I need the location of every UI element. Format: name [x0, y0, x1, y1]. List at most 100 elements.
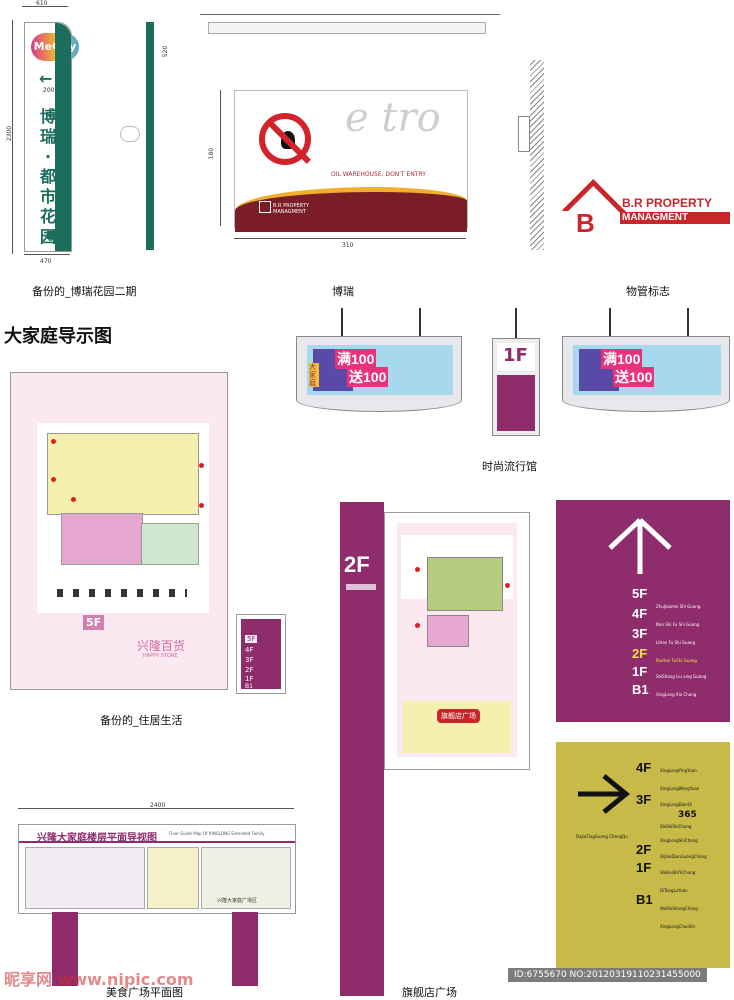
- pylon-dim-mid: 200: [43, 87, 55, 94]
- food-map-3: [201, 847, 291, 909]
- pylon-green-strip: [55, 23, 71, 251]
- hang-rod-5: [687, 308, 689, 338]
- food-map-2: [147, 847, 199, 909]
- sign-dim-hline: [234, 238, 466, 239]
- promo-top-right: 满100: [601, 349, 643, 369]
- small-floor-2f: 2F: [245, 666, 254, 674]
- flagship-green-zone: [427, 557, 503, 611]
- olive-desc-7: ShiHuiShiYiChang: [660, 870, 696, 875]
- br-house-icon: B: [568, 186, 616, 238]
- directory-sign: 5F 4F ZhuJiaamei Shi Guang 3F Nan Shi Fu…: [556, 500, 730, 722]
- sign-top-bar: [208, 22, 486, 34]
- map-dot: [51, 439, 56, 444]
- sign-caption: 博瑞: [332, 285, 354, 298]
- promo-bottom-right: 送100: [613, 367, 655, 387]
- pylon-caption: 备份的_博瑞花园二期: [32, 285, 137, 298]
- olive-desc-1: XingLongYingYuan: [660, 768, 697, 773]
- small-floor-5f: 5F: [245, 635, 258, 643]
- small-floor-1f: 1F: [245, 675, 254, 683]
- side-tag: 大家庭: [309, 363, 319, 387]
- no-fire-icon: [259, 113, 311, 165]
- pylon-dim-side: 520: [162, 45, 170, 58]
- olive-left-desc: DaJiaTingGuang ChengQu: [576, 834, 628, 839]
- dir-floor-5f: 5F: [632, 586, 648, 601]
- olive-sign: 4F 3F XingLongYingYuan XingLongWangYuan …: [556, 742, 730, 968]
- flagship-floor: 2F: [344, 552, 370, 577]
- sign-logo-icon: [259, 201, 271, 213]
- food-dim-line: [18, 808, 294, 809]
- olive-2f: 2F: [636, 842, 652, 857]
- hang-rod-2: [419, 308, 421, 338]
- sign-wave: [235, 187, 467, 232]
- sign-logo-text: B.R PROPERTY MANAGMENT: [273, 203, 309, 215]
- olive-4f: 4F: [636, 760, 652, 775]
- dir-floor-3f: 3F: [632, 626, 648, 641]
- sign-dim-vline: [220, 90, 221, 226]
- promo-bottom: 送100: [347, 367, 389, 387]
- flagship-pillar-logo: [346, 584, 376, 590]
- right-arrow-icon: [574, 772, 630, 816]
- food-post-left: [52, 912, 78, 986]
- living-map-board: 5F 兴隆百货 HAPPY STORE: [10, 372, 228, 690]
- small-floor-panel: 5F 4F 3F 2F 1F B1: [236, 614, 286, 694]
- food-sub-caption: 兴隆大家庭广场区: [217, 898, 258, 904]
- food-post-right: [232, 912, 258, 986]
- pylon-dim-top: 610: [36, 0, 48, 7]
- pylon-front: MeCity ← 200 博瑞·都市花园: [24, 22, 79, 252]
- pylon-dim-bottom: 470: [40, 258, 52, 265]
- map-dot: [51, 477, 56, 482]
- dir-desc-b1: XingLong Xia Chang: [656, 692, 697, 697]
- brand-line2-bar: [620, 212, 730, 224]
- pylon-dim-bline: [24, 254, 70, 255]
- warning-text: OIL WAREHOUSE, DON'T ENTRY: [331, 171, 426, 178]
- living-caption: 备份的_住居生活: [100, 714, 183, 727]
- olive-3f: 3F: [636, 792, 652, 807]
- hanging-sign-left: 满100 送100 大家庭: [296, 336, 462, 412]
- dir-desc-3f-b: LiHan Fu Shi Guang: [656, 640, 696, 645]
- map-floor-label: 5F: [83, 615, 105, 630]
- flagship-board: 旗舰店广场: [384, 512, 530, 770]
- flagship-caption: 旗舰店广场: [402, 986, 457, 999]
- food-board: 兴隆大家庭楼层平面导视图 Floor Guide Map Of XINGLONG…: [18, 824, 296, 914]
- dir-desc-2f: BiuHan FuShi Guang: [656, 658, 697, 663]
- hanging-sign-small: 1F: [492, 338, 540, 436]
- olive-desc-6: QiJiaoDianGuangChang: [660, 854, 707, 859]
- hang-rod-3: [515, 308, 517, 338]
- dir-desc-3f: Nan Shi Fu Shi Guang: [656, 622, 700, 627]
- olive-desc-3: XingLongDianQi: [660, 802, 693, 807]
- small-floor-4f: 4F: [245, 646, 254, 654]
- map-dot: [199, 463, 204, 468]
- map-yellow-zone: [47, 433, 199, 515]
- dir-floor-4f: 4F: [632, 606, 648, 621]
- map-dot: [71, 497, 76, 502]
- small-floor-b1: B1: [245, 683, 253, 690]
- small-floor-3f: 3F: [245, 656, 254, 664]
- food-title: 兴隆大家庭楼层平面导视图: [37, 833, 157, 844]
- dir-desc-4f: ZhuJiaamei Shi Guang: [656, 604, 701, 609]
- pylon-footer-logo: [47, 231, 69, 239]
- promo-top: 满100: [335, 349, 377, 369]
- flagship-dot: [505, 583, 510, 588]
- olive-desc-8: DiTongLuYuan: [660, 888, 688, 893]
- sign-dim-width: 310: [342, 242, 354, 249]
- hang-rod-1: [341, 308, 343, 338]
- sign-side-bracket: [518, 116, 530, 152]
- sign-wall: [530, 60, 544, 250]
- dir-floor-b1: B1: [632, 682, 649, 697]
- flagship-badge: 旗舰店广场: [437, 709, 480, 723]
- olive-1f: 1F: [636, 860, 652, 875]
- food-map-1: [25, 847, 145, 909]
- olive-desc-4: ShiShiShiChang: [660, 824, 692, 829]
- pylon-side: [146, 22, 154, 250]
- hang-rod-4: [609, 308, 611, 338]
- flagship-dot: [415, 567, 420, 572]
- map-brand: 兴隆百货: [137, 639, 186, 653]
- olive-b1: B1: [636, 892, 653, 907]
- flagship-map: 旗舰店广场: [397, 523, 517, 757]
- olive-number: 365: [678, 810, 697, 820]
- dir-floor-2f: 2F: [632, 646, 648, 661]
- map-brand-en: HAPPY STORE: [143, 653, 178, 659]
- brand-line2: MANAGMENT: [622, 212, 689, 223]
- site-watermark: 昵享网 www.nipic.com: [4, 970, 194, 989]
- brand-line1: B.R PROPERTY: [622, 196, 713, 210]
